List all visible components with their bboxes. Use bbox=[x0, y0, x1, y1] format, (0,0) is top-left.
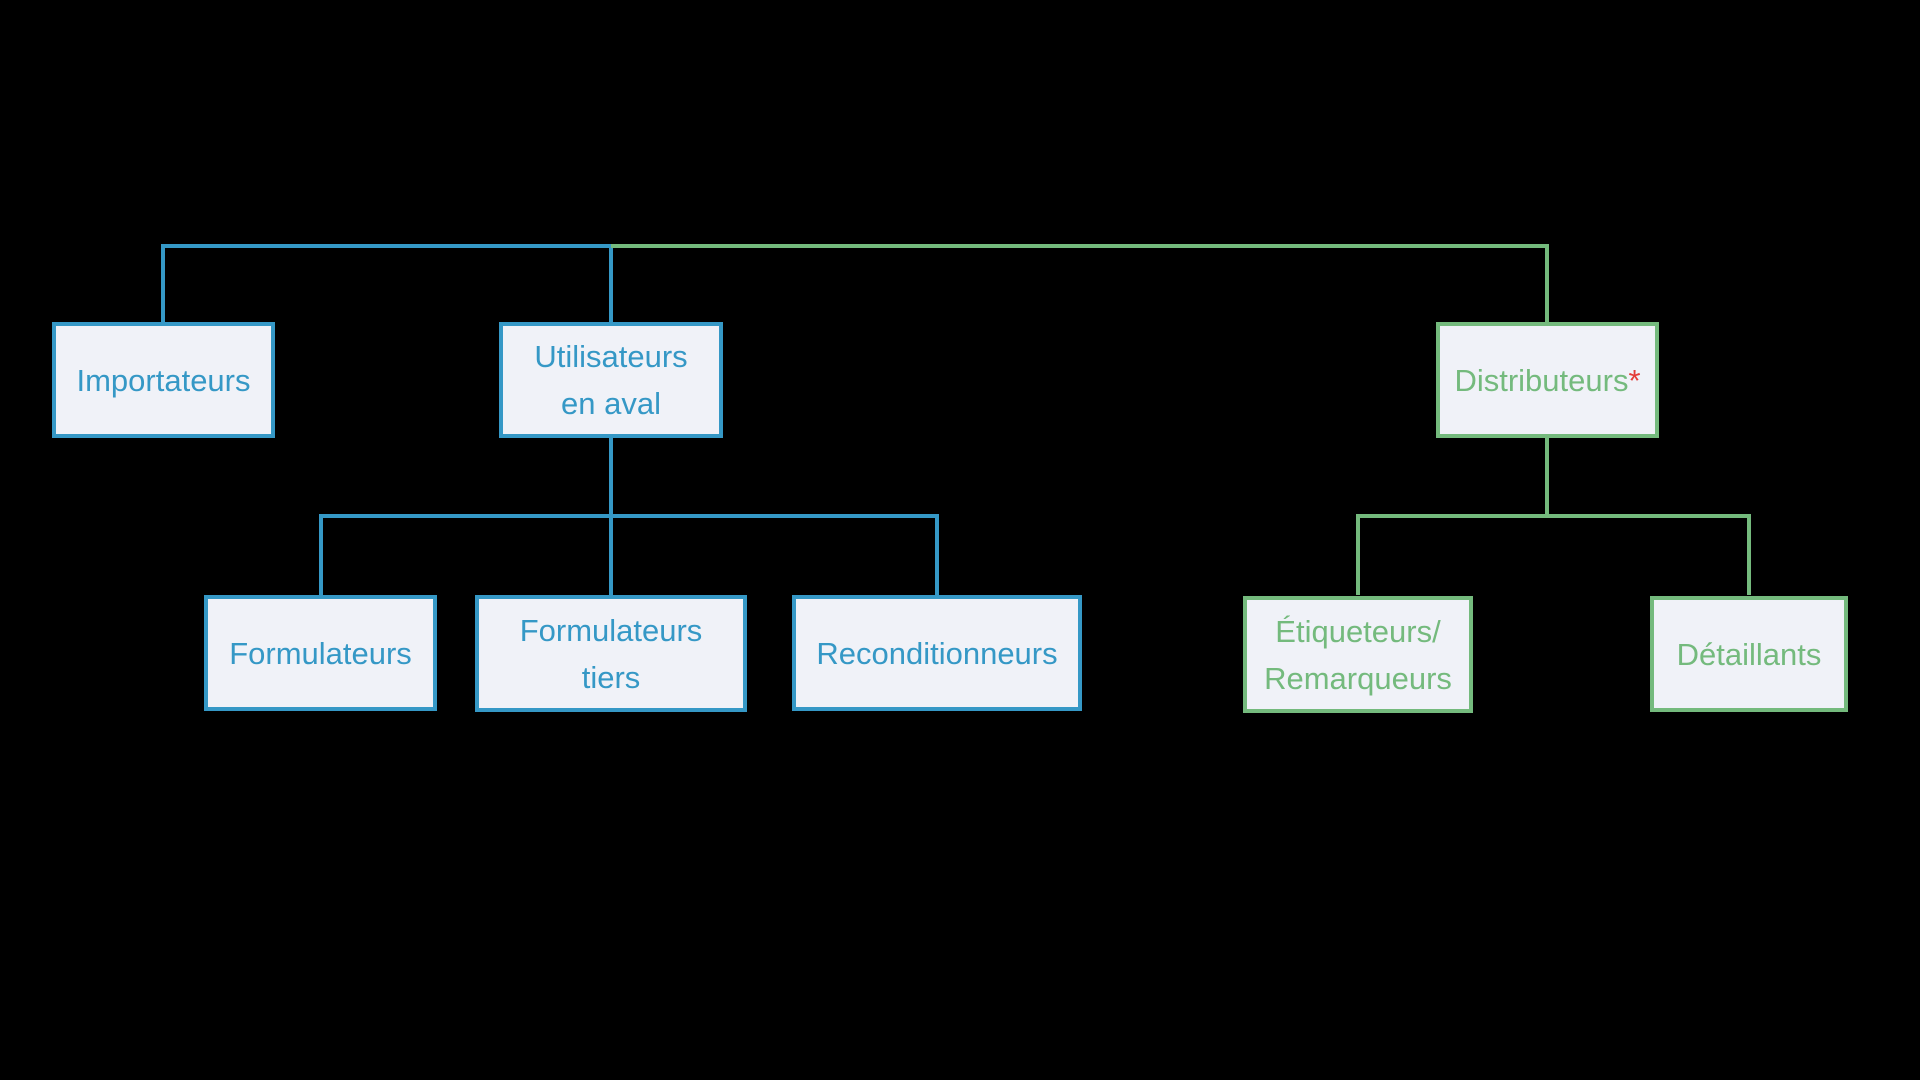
node-reconditionneurs: Reconditionneurs bbox=[792, 595, 1082, 711]
node-formulateurs-label: Formulateurs bbox=[229, 635, 412, 671]
node-importateurs: Importateurs bbox=[52, 322, 275, 438]
node-utilisateurs-en-aval: Utilisateurs en aval bbox=[499, 322, 723, 438]
node-reconditionneurs-label: Reconditionneurs bbox=[816, 635, 1058, 671]
node-distributeurs-label: Distributeurs* bbox=[1454, 357, 1640, 404]
footnote-asterisk: * bbox=[1628, 362, 1641, 398]
node-utilisateurs-label-line2: en aval bbox=[561, 386, 661, 421]
node-distributeurs-text: Distributeurs bbox=[1454, 362, 1629, 398]
node-importateurs-label: Importateurs bbox=[76, 362, 251, 398]
node-etiqueteurs-label-line1: Étiqueteurs/ bbox=[1275, 613, 1441, 649]
node-formulateurs-tiers-label-line2: tiers bbox=[581, 659, 641, 695]
node-etiqueteurs-remarqueurs: Étiqueteurs/ Remarqueurs bbox=[1243, 596, 1473, 713]
node-etiqueteurs-label-line2: Remarqueurs bbox=[1264, 660, 1452, 696]
connector-blue-children bbox=[319, 514, 939, 595]
node-detaillants: Détaillants bbox=[1650, 596, 1848, 712]
node-formulateurs-tiers: Formulateurs tiers bbox=[475, 595, 747, 712]
connector-green-top bbox=[611, 244, 1549, 322]
node-formulateurs: Formulateurs bbox=[204, 595, 437, 711]
connector-blue-top bbox=[161, 244, 613, 322]
node-distributeurs: Distributeurs* bbox=[1436, 322, 1659, 438]
connector-green-children bbox=[1356, 514, 1751, 595]
node-detaillants-label: Détaillants bbox=[1676, 636, 1822, 672]
node-utilisateurs-label-line1: Utilisateurs bbox=[534, 339, 688, 374]
node-formulateurs-tiers-label-line1: Formulateurs bbox=[519, 612, 703, 648]
